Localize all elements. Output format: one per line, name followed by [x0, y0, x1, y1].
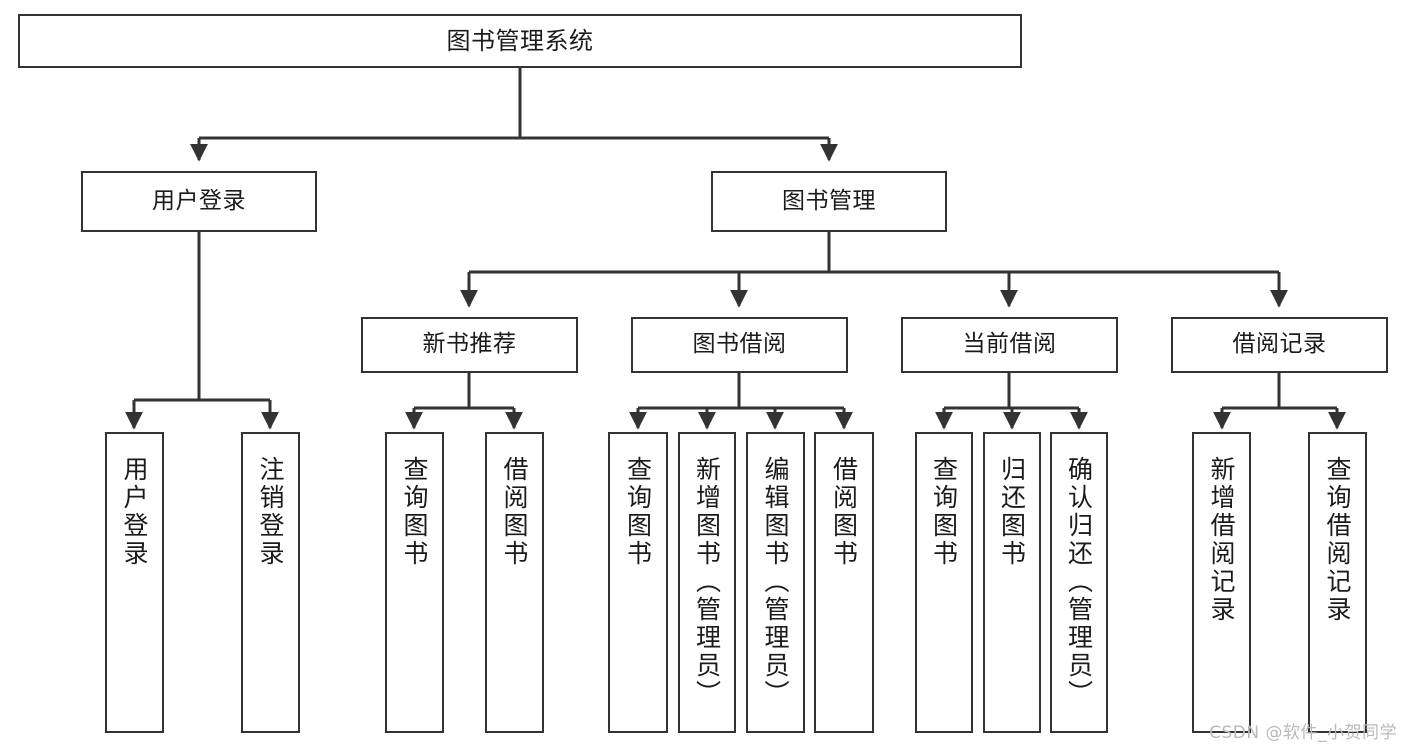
node-new-book-recommend[interactable]: 新书推荐 [361, 317, 578, 373]
node-current-borrow[interactable]: 当前借阅 [901, 317, 1118, 373]
node-label: 新增图书（管理员） [692, 456, 722, 708]
node-label: 查询图书 [929, 456, 959, 568]
leaf-confirm-return-admin[interactable]: 确认归还（管理员） [1050, 432, 1108, 733]
node-label: 借阅记录 [1232, 331, 1327, 358]
node-user-login[interactable]: 用户登录 [81, 171, 317, 232]
node-label: 借阅图书 [829, 456, 859, 568]
node-label: 借阅图书 [500, 456, 529, 568]
leaf-add-borrow-record[interactable]: 新增借阅记录 [1192, 432, 1251, 733]
leaf-add-book-admin[interactable]: 新增图书（管理员） [678, 432, 736, 733]
leaf-query-book-new-rec[interactable]: 查询图书 [385, 432, 444, 733]
node-label: 用户登录 [152, 187, 246, 214]
leaf-query-borrow-record[interactable]: 查询借阅记录 [1308, 432, 1367, 733]
leaf-borrow-book-new-rec[interactable]: 借阅图书 [485, 432, 544, 733]
node-label: 查询图书 [400, 456, 429, 568]
node-label: 当前借阅 [962, 331, 1057, 358]
node-label: 注销登录 [256, 456, 285, 568]
node-book-management[interactable]: 图书管理 [711, 171, 947, 232]
node-borrow-record[interactable]: 借阅记录 [1171, 317, 1388, 373]
leaf-logout[interactable]: 注销登录 [241, 432, 300, 733]
leaf-edit-book-admin[interactable]: 编辑图书（管理员） [746, 432, 805, 733]
leaf-return-book[interactable]: 归还图书 [983, 432, 1041, 733]
node-label: 用户登录 [120, 456, 149, 568]
leaf-query-book-current[interactable]: 查询图书 [915, 432, 973, 733]
leaf-borrow-book[interactable]: 借阅图书 [814, 432, 874, 733]
node-label: 归还图书 [997, 456, 1027, 568]
node-label: 查询借阅记录 [1323, 456, 1352, 624]
node-label: 新书推荐 [422, 331, 517, 358]
leaf-user-login[interactable]: 用户登录 [105, 432, 164, 733]
node-label: 图书管理 [782, 187, 876, 214]
node-label: 新增借阅记录 [1207, 456, 1236, 624]
node-book-borrow[interactable]: 图书借阅 [631, 317, 848, 373]
node-label: 编辑图书（管理员） [761, 456, 790, 708]
node-root-book-management-system[interactable]: 图书管理系统 [18, 14, 1022, 68]
node-label: 查询图书 [623, 456, 653, 568]
leaf-query-book-borrow[interactable]: 查询图书 [608, 432, 668, 733]
node-label: 图书管理系统 [446, 26, 594, 55]
watermark-text: CSDN @软件_小贺同学 [1209, 723, 1397, 743]
node-label: 图书借阅 [692, 331, 787, 358]
node-label: 确认归还（管理员） [1064, 456, 1094, 708]
